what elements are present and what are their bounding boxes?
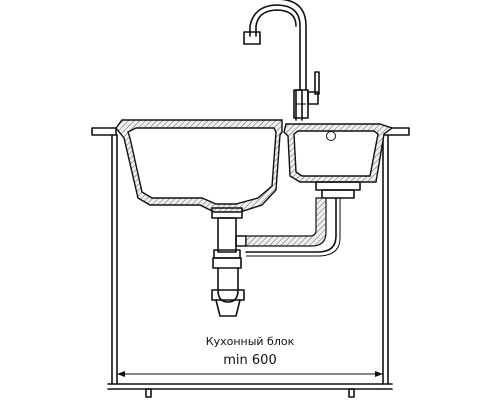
cabinet-label: Кухонный блок — [206, 335, 295, 348]
width-dimension — [117, 371, 383, 377]
dimension-label: min 600 — [223, 353, 276, 368]
sink-body — [115, 119, 394, 213]
faucet — [243, 0, 320, 121]
kitchen-cabinet — [107, 134, 393, 398]
drain-siphon — [211, 207, 247, 317]
overflow-corrugated-hose — [245, 181, 361, 257]
